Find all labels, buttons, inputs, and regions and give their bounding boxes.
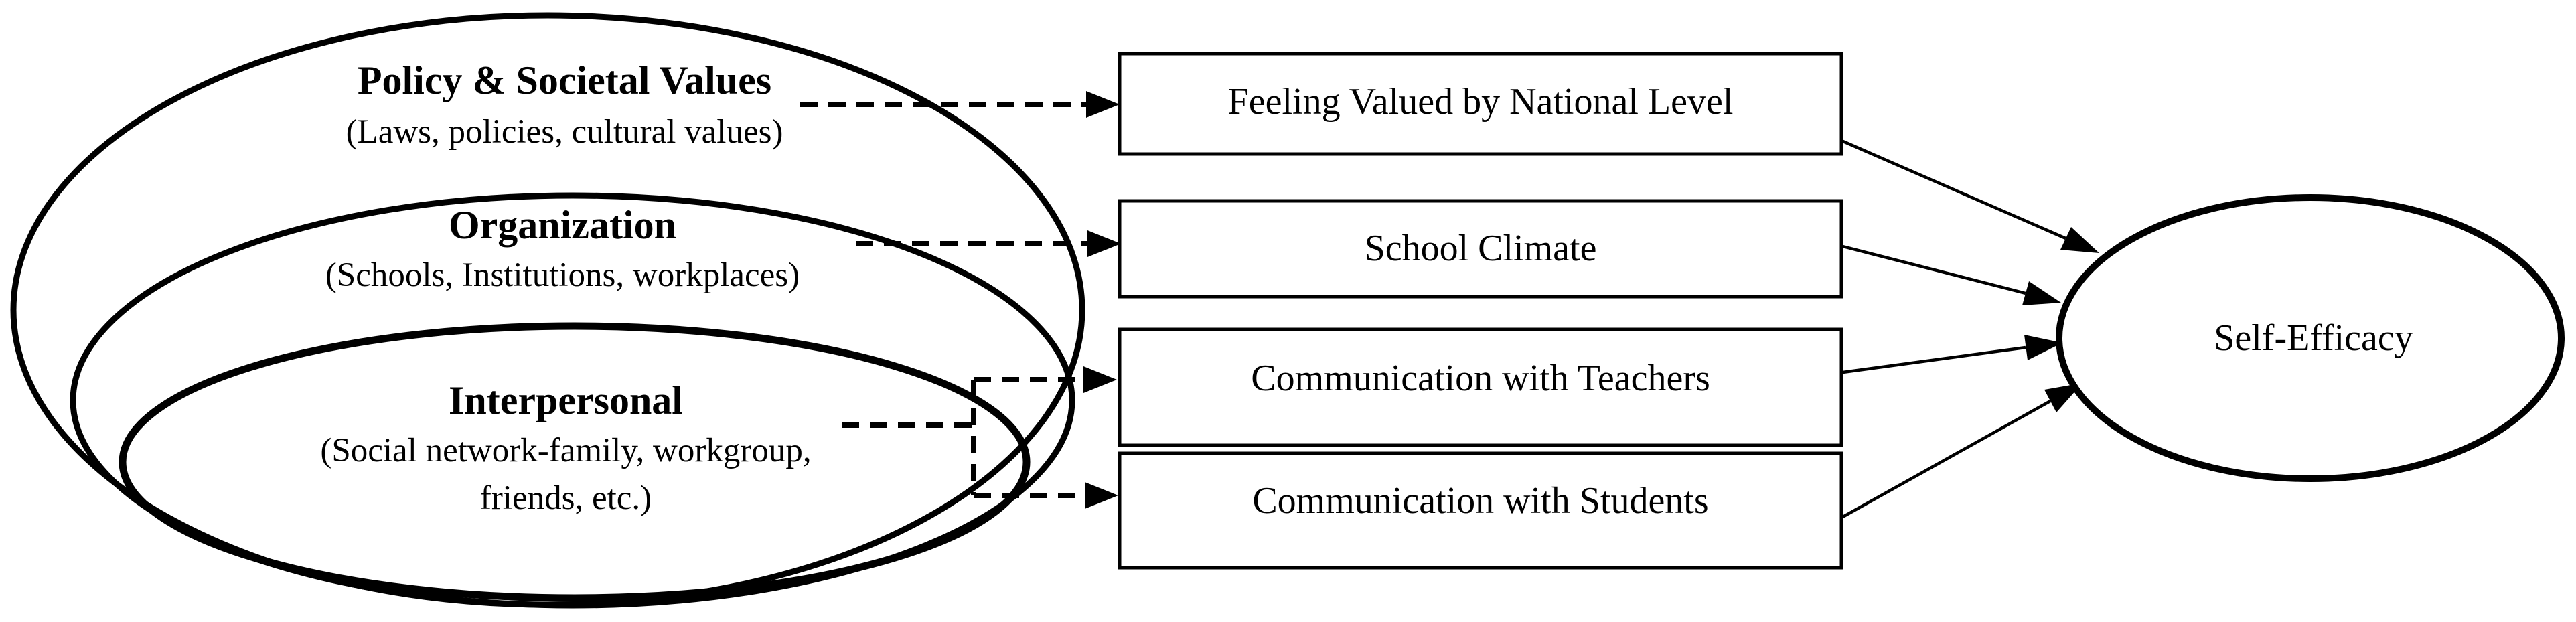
box-feeling-valued <box>1118 52 1843 156</box>
interpersonal-title: Interpersonal <box>449 378 683 422</box>
arrow-students-to-self-efficacy <box>1841 400 2052 518</box>
interpersonal-subtitle-line1: (Social network-family, workgroup, <box>320 432 811 469</box>
arrowhead-school-climate-icon <box>2022 281 2061 305</box>
box-feeling-valued-label: Feeling Valued by National Level <box>1228 81 1734 123</box>
box-school-climate-label: School Climate <box>1365 228 1597 269</box>
box-communication-teachers-label: Communication with Teachers <box>1251 358 1710 399</box>
organization-subtitle: (Schools, Institutions, workplaces) <box>325 256 800 294</box>
arrowhead-teachers-icon <box>2024 335 2062 360</box>
policy-societal-subtitle: (Laws, policies, cultural values) <box>346 113 783 151</box>
arrow-teachers-to-self-efficacy <box>1842 345 2026 374</box>
organization-title: Organization <box>449 203 676 247</box>
box-school-climate <box>1118 199 1843 299</box>
dashed-arrowhead-feeling-valued-icon <box>1086 91 1120 118</box>
dashed-arrowhead-school-climate-icon <box>1087 230 1121 257</box>
box-communication-students-label: Communication with Students <box>1252 480 1708 522</box>
dashed-arrowhead-students-icon <box>1085 482 1118 509</box>
dashed-arrowhead-teachers-icon <box>1083 366 1117 393</box>
arrow-feeling-valued-to-self-efficacy <box>1841 139 2066 240</box>
box-communication-students <box>1118 451 1843 570</box>
organization-ellipse <box>70 192 1075 609</box>
interpersonal-subtitle-line2: friends, etc.) <box>480 479 652 517</box>
interpersonal-ellipse <box>119 322 1031 602</box>
arrowhead-feeling-valued-icon <box>2060 227 2099 253</box>
self-efficacy-label: Self-Efficacy <box>2214 317 2413 359</box>
box-communication-teachers <box>1118 327 1843 447</box>
self-efficacy-ellipse <box>2056 194 2565 482</box>
arrow-school-climate-to-self-efficacy <box>1842 244 2026 295</box>
policy-societal-title: Policy & Societal Values <box>358 58 771 102</box>
